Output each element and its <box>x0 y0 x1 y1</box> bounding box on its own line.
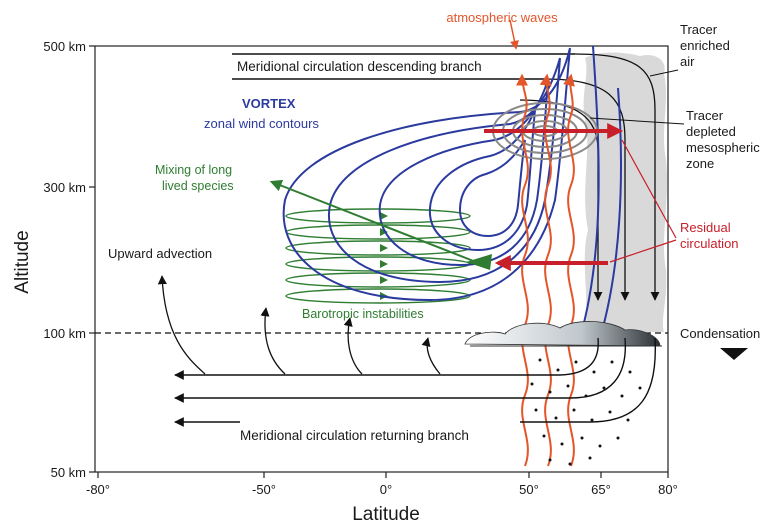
label-atmospheric-waves: atmospheric waves <box>446 10 558 25</box>
atmospheric-waves <box>516 73 575 467</box>
upward-advection-arrows <box>157 275 441 375</box>
returning-branch <box>174 337 657 427</box>
label-tracer-enriched: Tracer enriched air <box>680 22 730 69</box>
svg-text:Tracer: Tracer <box>680 22 718 37</box>
svg-text:Residual: Residual <box>680 220 731 235</box>
label-upward-advection: Upward advection <box>108 246 212 261</box>
label-condensation: Condensation <box>680 326 760 341</box>
y-tick-100: 100 km <box>43 326 86 341</box>
x-axis-title: Latitude <box>352 504 420 525</box>
residual-pointer-lower <box>609 239 677 263</box>
condensation-cloud <box>464 321 661 347</box>
x-tick-labels: -80° -50° 0° 50° 65° 80° <box>86 482 678 497</box>
svg-text:mesospheric: mesospheric <box>686 140 760 155</box>
descending-arrow-1 <box>574 53 660 301</box>
y-tick-50: 50 km <box>51 465 86 480</box>
svg-text:air: air <box>680 54 695 69</box>
svg-text:Tracer: Tracer <box>686 108 724 123</box>
mixing-arrow-head-green <box>466 254 492 270</box>
x-axis-ticks <box>97 472 669 478</box>
label-returning-branch: Meridional circulation returning branch <box>240 428 469 443</box>
y-axis-title: Altitude <box>12 230 33 293</box>
svg-text:zone: zone <box>686 156 714 171</box>
plot-frame <box>94 45 669 473</box>
svg-text:circulation: circulation <box>680 236 739 251</box>
y-tick-500: 500 km <box>43 39 86 54</box>
svg-text:depleted: depleted <box>686 124 736 139</box>
label-residual: Residual circulation <box>680 220 739 251</box>
svg-text:lived species: lived species <box>162 179 234 193</box>
label-vortex: VORTEX <box>242 96 296 111</box>
tracer-enriched-pointer <box>649 69 679 77</box>
svg-text:enriched: enriched <box>680 38 730 53</box>
svg-text:Mixing of long: Mixing of long <box>155 163 232 177</box>
y-tick-labels: 500 km 300 km 100 km 50 km <box>43 39 86 480</box>
y-axis-ticks <box>89 45 95 473</box>
waves-label-pointer <box>509 19 519 50</box>
residual-pointer-upper <box>621 139 677 239</box>
condensation-marker <box>720 348 748 360</box>
x-tick-80: 80° <box>658 482 678 497</box>
x-tick-m80: -80° <box>86 482 110 497</box>
label-mixing: Mixing of long lived species <box>155 163 234 193</box>
x-tick-0: 0° <box>380 482 392 497</box>
label-barotropic: Barotropic instabilities <box>302 307 424 321</box>
precipitation-dots <box>530 358 642 466</box>
x-tick-50: 50° <box>519 482 539 497</box>
label-descending-branch: Meridional circulation descending branch <box>237 59 482 74</box>
x-tick-65: 65° <box>591 482 611 497</box>
y-tick-300: 300 km <box>43 180 86 195</box>
tracer-depleted-pointer <box>589 117 685 125</box>
label-zonal-wind: zonal wind contours <box>204 116 319 131</box>
mixing-arrow <box>269 179 477 263</box>
label-tracer-depleted: Tracer depleted mesospheric zone <box>686 108 760 171</box>
x-tick-m50: -50° <box>252 482 276 497</box>
